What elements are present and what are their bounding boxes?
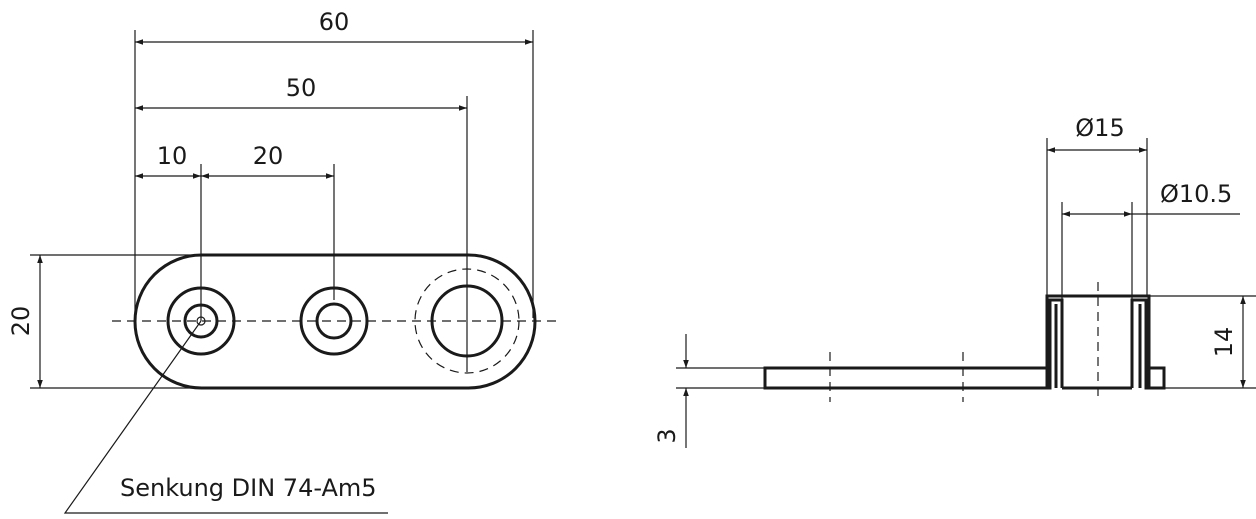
dim-height: 14 <box>1210 327 1238 358</box>
dim-overall-length: 60 <box>319 8 350 36</box>
front-view: 60 50 10 20 20 Senkung DIN 74-Am5 <box>7 8 560 514</box>
callout-leader <box>63 320 388 514</box>
dim-hole-spacing: 20 <box>253 142 284 170</box>
bushing-section <box>1045 294 1166 390</box>
plate-side <box>763 366 1052 390</box>
side-view: Ø15 Ø10.5 14 3 <box>653 114 1256 448</box>
dim-to-third-hole: 50 <box>286 74 317 102</box>
countersink-callout: Senkung DIN 74-Am5 <box>120 474 377 502</box>
dim-outer-diameter: Ø15 <box>1075 114 1124 142</box>
dim-edge-to-first-hole: 10 <box>157 142 188 170</box>
dim-thickness: 3 <box>653 428 681 443</box>
dim-width: 20 <box>7 306 35 337</box>
dim-inner-diameter: Ø10.5 <box>1160 180 1232 208</box>
